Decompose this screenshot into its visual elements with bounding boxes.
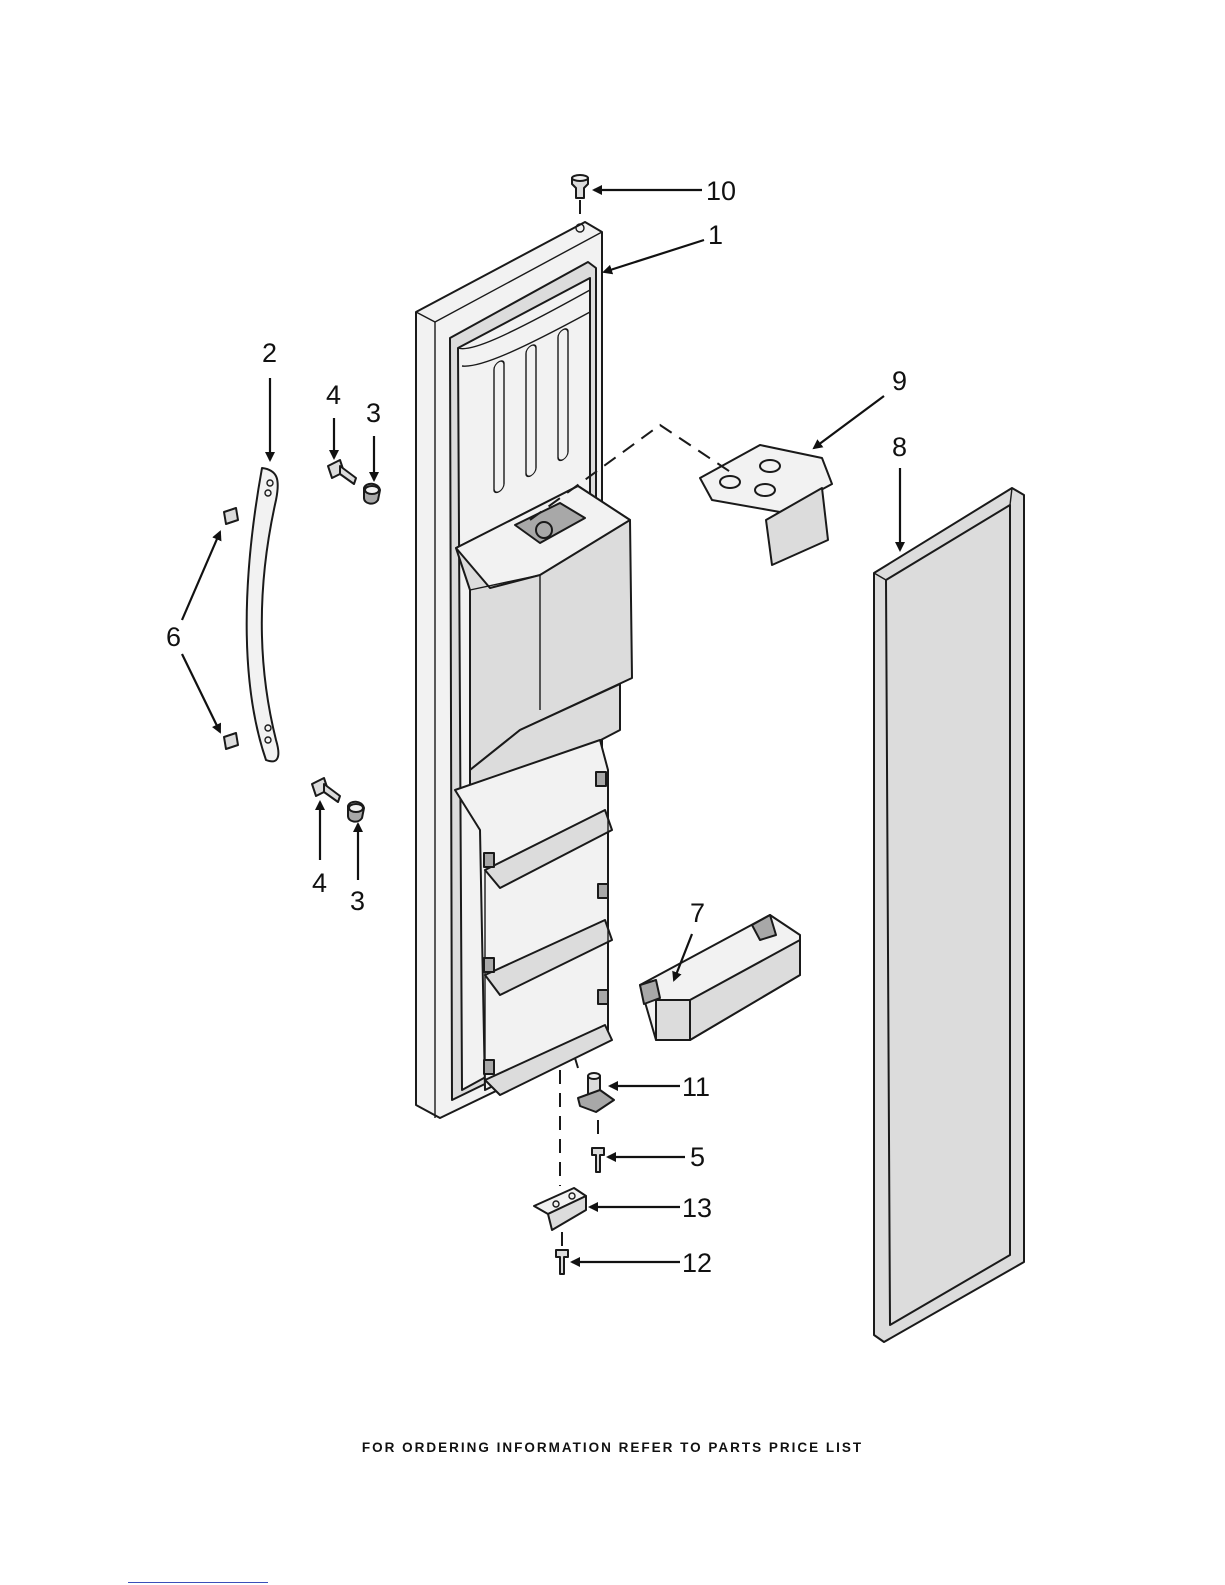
hinge-bushing-part	[572, 175, 588, 222]
ordering-info-footer: FOR ORDERING INFORMATION REFER TO PARTS …	[0, 1440, 1225, 1455]
callout-1: 1	[708, 220, 723, 250]
callout-8: 8	[892, 432, 907, 462]
callout-13: 13	[682, 1193, 712, 1223]
door-gasket-part	[874, 488, 1024, 1342]
handle-stud-parts	[224, 508, 238, 749]
callout-12: 12	[682, 1248, 712, 1278]
callout-4-lower: 4	[312, 868, 327, 898]
callout-6: 6	[166, 622, 181, 652]
hinge-plate-screw-part	[556, 1232, 568, 1274]
door-bin-part	[640, 915, 800, 1040]
callout-7: 7	[690, 898, 705, 928]
screw-spacer-upper	[328, 460, 380, 504]
callout-3-lower: 3	[350, 886, 365, 916]
callout-10: 10	[706, 176, 736, 206]
callout-4-upper: 4	[326, 380, 341, 410]
hinge-screw-part	[592, 1148, 604, 1172]
callout-3-upper: 3	[366, 398, 381, 428]
bottom-link-rule	[128, 1582, 268, 1583]
callout-9: 9	[892, 366, 907, 396]
door-assembly	[416, 222, 632, 1118]
hinge-pin-part	[575, 1058, 614, 1140]
hinge-plate-part	[534, 1070, 586, 1230]
callout-2: 2	[262, 338, 277, 368]
door-handle-part	[247, 468, 279, 761]
callout-11: 11	[682, 1072, 710, 1102]
callout-5: 5	[690, 1142, 705, 1172]
